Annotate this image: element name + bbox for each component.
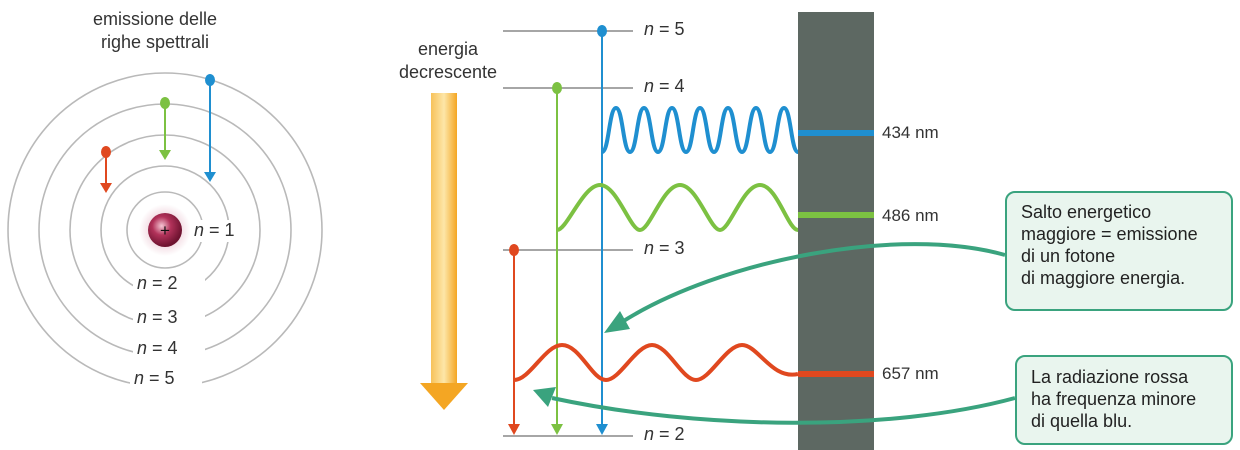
spectral-line-red	[798, 371, 874, 377]
orbit-label-4: n = 4	[137, 338, 178, 358]
photon-wave-green	[556, 182, 799, 233]
energy-decrease-arrow	[420, 93, 468, 410]
callout-energy-line-4: di maggiore energia.	[1021, 268, 1186, 288]
wavelength-label-657: 657 nm	[882, 364, 939, 383]
atom-transition-red	[100, 146, 112, 193]
orbit-label-2: n = 2	[137, 273, 178, 293]
level-transition-green	[551, 82, 563, 435]
nucleus	[148, 213, 182, 247]
callout-arrow-bottom	[551, 396, 1016, 425]
level-label-4: n = 4	[644, 76, 685, 96]
electron-red	[101, 146, 111, 158]
callout-red-line-1: La radiazione rossa	[1031, 367, 1189, 387]
photon-wave-blue	[600, 105, 800, 155]
level-label-3: n = 3	[644, 238, 685, 258]
energy-title-line-1: energia	[417, 39, 479, 59]
callout-energy-line-3: di un fotone	[1021, 246, 1116, 266]
nucleus-plus-sign: +	[160, 221, 170, 240]
electron-blue	[205, 74, 215, 86]
atom-title-line-1: emissione delle	[92, 9, 218, 29]
orbit-label-3: n = 3	[137, 307, 178, 327]
spectral-line-blue	[798, 130, 874, 136]
callout-red-frequency: La radiazione rossa ha frequenza minore …	[1015, 355, 1233, 445]
photon-wave-red	[513, 342, 799, 383]
spectrum-bar	[798, 12, 874, 450]
level-label-5: n = 5	[644, 19, 685, 39]
atom-title: emissione delle righe spettrali	[40, 8, 270, 54]
energy-levels	[503, 30, 633, 437]
level-label-2: n = 2	[644, 424, 685, 444]
callout-red-line-2: ha frequenza minore	[1031, 389, 1197, 409]
callout-energy-line-2: maggiore = emissione	[1021, 224, 1198, 244]
level-transition-blue	[596, 25, 608, 435]
callout-arrow-top	[620, 242, 1006, 324]
wavelength-label-486: 486 nm	[882, 206, 939, 225]
orbit-label-1: n = 1	[194, 220, 235, 240]
electron-green	[160, 97, 170, 109]
orbit-label-5: n = 5	[134, 368, 175, 388]
energy-title-line-2: decrescente	[398, 62, 498, 82]
callout-energy-jump: Salto energetico maggiore = emissione di…	[1005, 191, 1233, 311]
level-transition-red	[508, 244, 520, 435]
atom-title-line-2: righe spettrali	[100, 32, 210, 52]
spectral-line-green	[798, 212, 874, 218]
wavelength-label-434: 434 nm	[882, 123, 939, 142]
atom-transition-blue	[204, 74, 216, 182]
energy-title: energia decrescente	[388, 38, 508, 84]
callout-energy-line-1: Salto energetico	[1021, 202, 1152, 222]
callout-red-line-3: di quella blu.	[1031, 411, 1133, 431]
atom-model: +	[7, 72, 323, 390]
atom-transition-green	[159, 97, 171, 160]
